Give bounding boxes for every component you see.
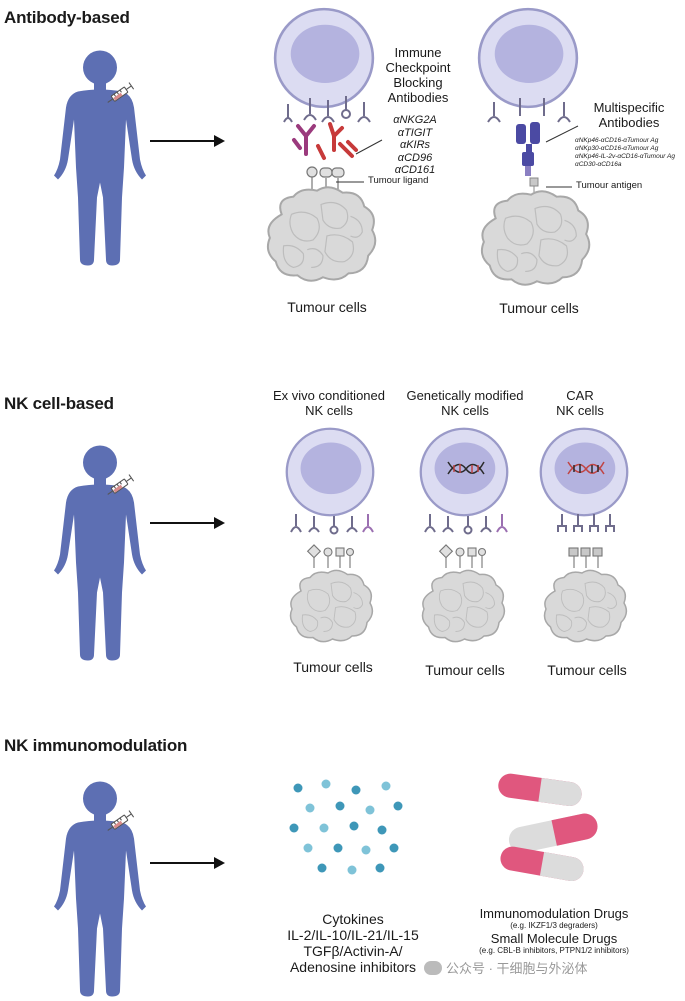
checkpoint-antibodies <box>292 122 358 160</box>
drugs-label: Immunomodulation Drugs (e.g. IKZF1/3 deg… <box>479 906 629 955</box>
cytokines-label: Cytokines IL-2/IL-10/IL-21/IL-15 TGFβ/Ac… <box>287 911 419 975</box>
section-title-antibody-based: Antibody-based <box>4 8 130 27</box>
pill-icon <box>500 846 584 882</box>
dna-icon <box>567 461 605 475</box>
pill-icon <box>498 773 582 807</box>
watermark: 公众号 · 干细胞与外泌体 <box>424 958 588 977</box>
tumour-cell <box>262 184 380 284</box>
tumour-antigen-label: Tumour antigen <box>576 180 643 191</box>
wechat-icon <box>424 960 442 975</box>
car-label: CAR NK cells <box>556 388 604 418</box>
tumour-ligand-pointer <box>336 181 364 183</box>
ex-vivo-label: Ex vivo conditioned NK cells <box>272 388 385 418</box>
multispecific-list: αNKp46-αCD16-αTumour Ag αNKp30-αCD16-αTu… <box>575 137 675 168</box>
tumour-antigen-pointer <box>546 186 572 188</box>
tumour-ligands <box>306 166 345 192</box>
dna-icon <box>447 461 485 475</box>
tumour-cells-label: Tumour cells <box>547 662 627 678</box>
tumour-cells-label: Tumour cells <box>293 659 373 675</box>
nk-cell <box>284 426 376 518</box>
pill-icon <box>508 813 598 853</box>
nk-receptors <box>424 514 508 535</box>
tumour-cell <box>540 566 630 646</box>
tumour-cell <box>286 566 376 646</box>
tumour-cells-label: Tumour cells <box>425 662 505 678</box>
multispecific-label: Multispecific Antibodies <box>593 100 665 130</box>
tumour-ligands <box>438 544 487 568</box>
section-title-nk-cell-based: NK cell-based <box>4 394 114 413</box>
checkpoint-pointer <box>355 139 383 155</box>
checkpoint-antibody-list: αNKG2A αTIGIT αKIRs αCD96 αCD161 <box>393 114 437 176</box>
nk-receptors <box>283 96 371 123</box>
tumour-antigens <box>568 547 603 568</box>
arrow-icon <box>150 135 225 147</box>
car-receptors <box>557 514 615 532</box>
tumour-cells-label: Tumour cells <box>499 300 579 316</box>
section-title-nk-immunomodulation: NK immunomodulation <box>4 736 188 755</box>
multispecific-antibody <box>516 122 540 176</box>
cytokine-dots <box>289 779 403 875</box>
multispecific-pointer <box>545 125 579 143</box>
nk-cell <box>272 6 376 110</box>
nk-receptors <box>487 98 571 123</box>
tumour-cells-label: Tumour cells <box>287 299 367 315</box>
checkpoint-label: Immune Checkpoint Blocking Antibodies <box>385 45 451 105</box>
nk-receptors <box>290 514 374 535</box>
patient-figure <box>50 45 150 270</box>
arrow-icon <box>150 857 225 869</box>
tumour-cell <box>476 188 594 288</box>
tumour-cell <box>418 566 508 646</box>
tumour-ligand-label: Tumour ligand <box>368 175 429 186</box>
nk-cell <box>476 6 580 110</box>
arrow-icon <box>150 517 225 529</box>
genetic-label: Genetically modified NK cells <box>406 388 524 418</box>
tumour-ligands <box>306 544 355 568</box>
